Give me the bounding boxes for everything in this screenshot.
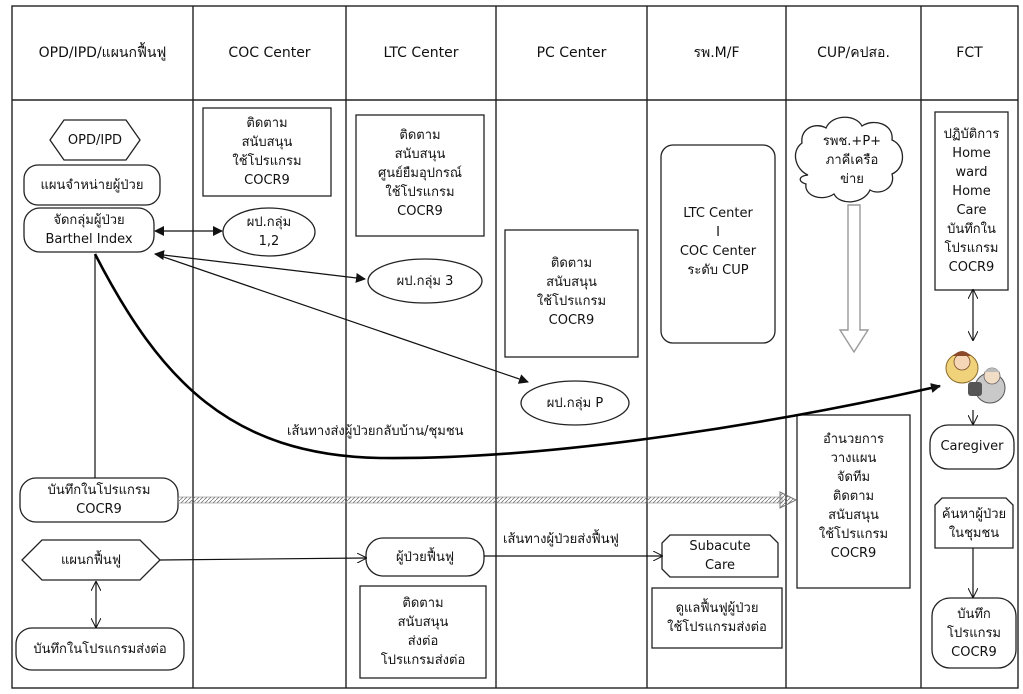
coc-followup-label: ติดตาม สนับสนุน ใช้โปรแกรม COCR9 <box>232 116 302 188</box>
rehab-route-label: เส้นทางผู้ป่วยส่งฟื้นฟู <box>503 532 619 547</box>
group-patient-label: จัดกลุ่มผู้ป่วย Barthel Index <box>45 213 133 247</box>
record-referral-label: บันทึกในโปรแกรมส่งต่อ <box>33 642 167 657</box>
fct-operation-box <box>934 111 1009 291</box>
caregiver-box <box>929 424 1015 470</box>
coc-followup-box <box>202 107 332 197</box>
home-route-label: เส้นทางส่งผู้ป่วยกลับบ้าน/ชุมชน <box>287 424 464 439</box>
connectors <box>95 226 973 627</box>
record-referral-box <box>15 627 185 671</box>
swimlane-grid <box>11 5 1019 689</box>
cup-network-label: รพช.+P+ ภาคีเครือ ข่าย <box>822 134 882 187</box>
lane-header-fct: FCT <box>956 45 983 61</box>
ltc-followup-box <box>355 114 485 237</box>
cup-down-arrow <box>838 204 870 354</box>
cup-direction-box <box>796 414 911 589</box>
rehab-care-box <box>651 587 783 649</box>
discharge-plan-label: แผนจำหน่ายผู้ป่วย <box>40 178 144 193</box>
group-12-label: ผป.กลุ่ม 1,2 <box>246 215 292 249</box>
group-3-ellipse <box>367 258 483 304</box>
lane-header-opd: OPD/IPD/แผนกฟื้นฟู <box>38 45 167 61</box>
pc-followup-box <box>504 229 639 358</box>
fct-record-box <box>931 597 1017 669</box>
rehab-patient-label: ผู้ป่วยฟื้นฟู <box>395 550 455 565</box>
cup-direction-label: อำนวยการ วางแผน จัดทีม ติดตาม สนับสนุน ใ… <box>818 432 889 561</box>
cup-network-cloud <box>794 116 904 203</box>
record-cocr9-label: บันทึกในโปรแกรม COCR9 <box>47 483 151 517</box>
lane-header-pc: PC Center <box>536 45 607 61</box>
pc-followup-label: ติดตาม สนับสนุน ใช้โปรแกรม COCR9 <box>536 256 607 328</box>
home-route-curve <box>93 253 941 460</box>
rehab-dept-label: แผนกฟื้นฟู <box>60 553 122 568</box>
subacute-box <box>661 534 779 578</box>
rpm-center-label: LTC Center I COC Center ระดับ CUP <box>679 206 757 278</box>
cocr9-data-flow-arrow <box>177 491 798 509</box>
ltc-followup-label: ติดตาม สนับสนุน ศูนย์ยืมอุปกรณ์ ใช้โปรแก… <box>378 128 462 219</box>
lane-header-rpm: รพ.M/F <box>693 45 740 61</box>
rpm-center-box <box>660 144 776 344</box>
ltc-referral-box <box>359 585 487 679</box>
ltc-referral-label: ติดตาม สนับสนุน ส่งต่อ โปรแกรมส่งต่อ <box>380 596 466 668</box>
discharge-plan-box <box>23 164 161 206</box>
opd-ipd-hexagon <box>49 119 141 161</box>
lane-header-ltc: LTC Center <box>383 45 459 61</box>
subacute-label: Subacute Care <box>689 539 751 573</box>
caregiver-label: Caregiver <box>940 439 1004 454</box>
fct-record-label: บันทึก โปรแกรม COCR9 <box>946 607 1002 660</box>
group-p-ellipse <box>520 380 630 426</box>
find-patient-label: ค้นหาผู้ป่วย ในชุมชน <box>941 507 1007 541</box>
rehab-care-label: ดูแลฟื้นฟูผู้ป่วย ใช้โปรแกรมส่งต่อ <box>667 601 767 635</box>
lane-header-coc: COC Center <box>228 45 311 61</box>
find-patient-box <box>934 497 1014 549</box>
group-p-label: ผป.กลุ่ม P <box>546 396 604 411</box>
lane-header-cup: CUP/คปสอ. <box>817 45 890 61</box>
group-3-label: ผป.กลุ่ม 3 <box>396 274 454 289</box>
opd-ipd-label: OPD/IPD <box>67 133 123 148</box>
fct-operation-label: ปฏิบัติการ Home ward Home Care บันทึกใน … <box>943 127 1000 275</box>
caregiver-illustration-icon <box>945 351 1006 404</box>
